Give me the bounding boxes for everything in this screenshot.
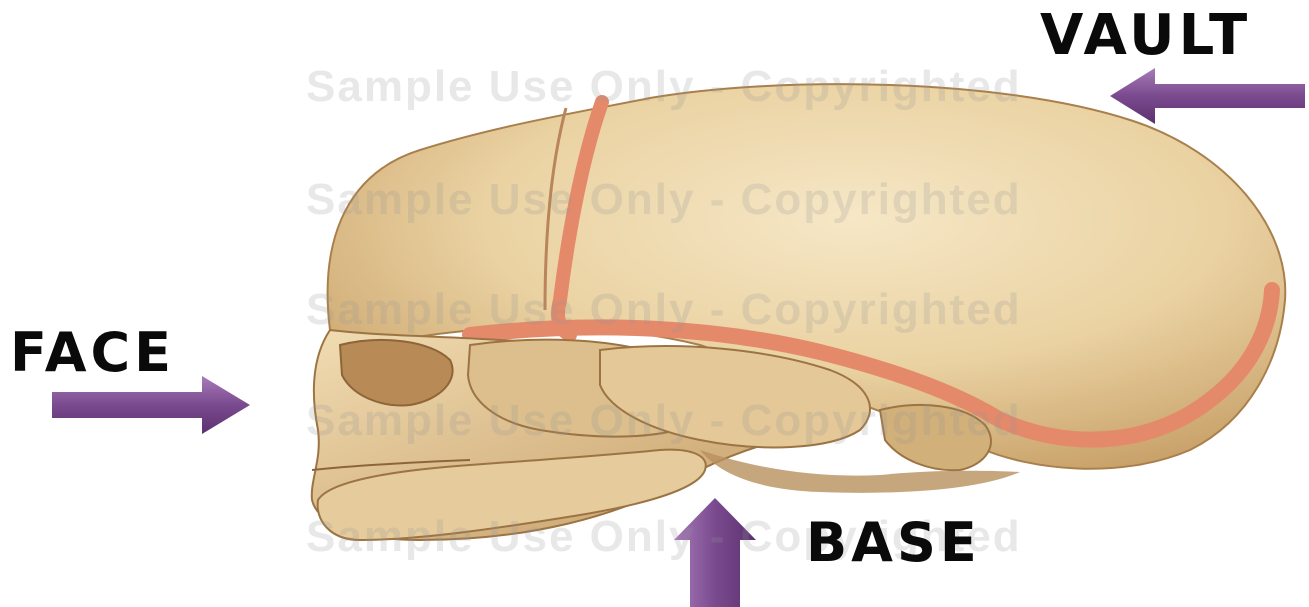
vault-label: VAULT (1040, 8, 1251, 64)
base-label: BASE (806, 516, 981, 570)
face-label: FACE (10, 326, 175, 380)
arrow-left-icon (1110, 68, 1305, 124)
watermark-line: Sample Use Only - Copyrighted (306, 285, 1022, 335)
watermark-line: Sample Use Only - Copyrighted (306, 396, 1022, 446)
watermark-line: Sample Use Only - Copyrighted (306, 175, 1022, 225)
watermark-line: Sample Use Only - Copyrighted (306, 62, 1022, 112)
arrow-right-icon (52, 376, 250, 434)
